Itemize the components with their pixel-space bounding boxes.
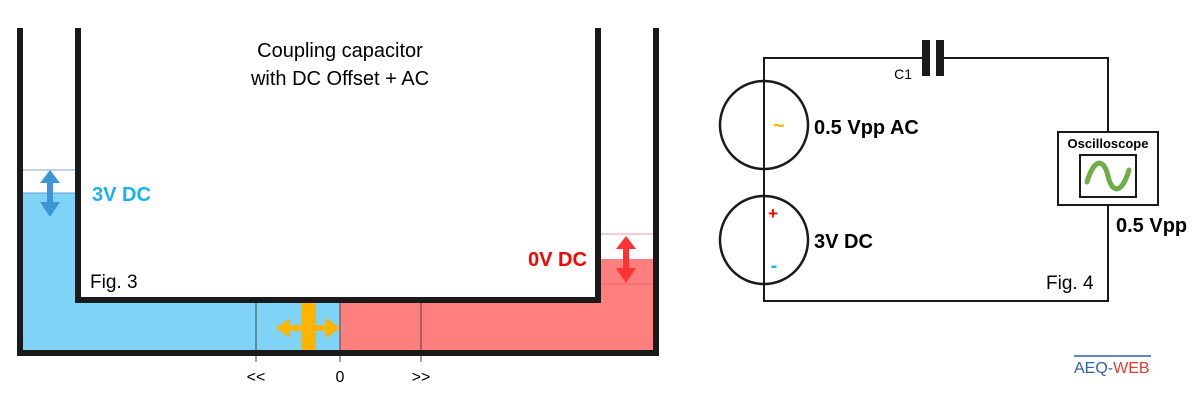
scale-label-right: >> [412, 369, 431, 386]
inner-membrane-wall [75, 28, 601, 303]
fig3-label: Fig. 3 [90, 272, 138, 293]
capacitor-label: C1 [894, 66, 912, 82]
fig3-water-analogy: Coupling capacitor with DC Offset + AC 3… [17, 28, 659, 386]
aeq-web-logo: AEQ-WEB [1074, 355, 1151, 377]
dc-plus-sign: + [768, 204, 778, 223]
ac-symbol-icon: ~ [773, 115, 785, 137]
logo-text: AEQ-WEB [1074, 360, 1150, 377]
fig3-title-line2: with DC Offset + AC [250, 68, 429, 90]
orange-horizontal-arrow-icon [276, 318, 340, 338]
fig3-title-line1: Coupling capacitor [257, 40, 423, 62]
capacitor-c1-symbol [922, 40, 944, 76]
oscilloscope-title: Oscilloscope [1068, 136, 1149, 151]
red-water-channel [340, 300, 598, 353]
scope-reading: 0.5 Vpp [1116, 215, 1187, 237]
outer-container-wall [17, 28, 659, 356]
sine-wave-icon [1084, 160, 1132, 192]
scale-label-left: << [247, 369, 266, 386]
dc-source-label: 3V DC [814, 231, 873, 253]
fig4-circuit: C1 ~ 0.5 Vpp AC + - 3V DC Oscilloscope 0… [718, 40, 1187, 302]
right-dc-label: 0V DC [528, 249, 587, 271]
scale-label-center: 0 [336, 369, 345, 386]
blue-vertical-arrow-icon [40, 170, 60, 217]
circuit-wire [763, 57, 1109, 302]
ac-source-label: 0.5 Vpp AC [814, 117, 919, 139]
blue-water-column [20, 193, 78, 353]
left-dc-label: 3V DC [92, 184, 151, 206]
logo-text-part2: WEB [1113, 360, 1149, 377]
red-vertical-arrow-icon [616, 236, 636, 283]
dc-minus-sign: - [771, 255, 778, 277]
logo-text-part1: AEQ- [1074, 360, 1113, 377]
fig4-label: Fig. 4 [1046, 273, 1094, 294]
